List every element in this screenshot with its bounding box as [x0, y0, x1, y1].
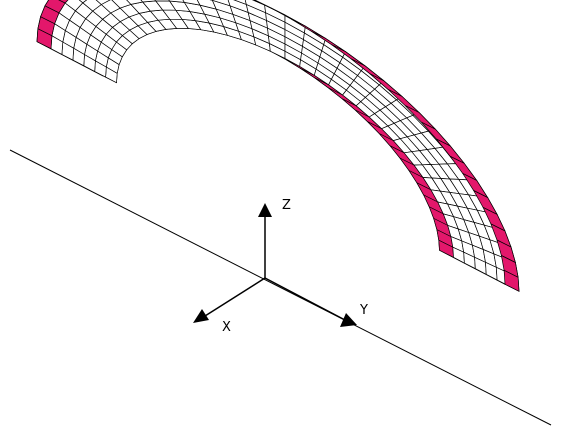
- front-mesh-cell: [64, 0, 84, 12]
- x-axis-label: X: [222, 320, 231, 335]
- outer-wall-cell: [503, 269, 520, 292]
- z-axis-label: Z: [282, 198, 291, 213]
- ground-line: [9, 149, 552, 426]
- front-mesh-cell: [111, 0, 132, 9]
- outer-wall-cell: [58, 0, 69, 4]
- front-mesh-cell: [211, 0, 231, 7]
- x-axis-line: [204, 277, 266, 317]
- z-axis-arrowhead: [258, 203, 272, 217]
- front-mesh-cell: [233, 0, 247, 5]
- outer-wall-cell: [44, 0, 66, 14]
- coordinate-triad: Z Y X: [193, 198, 368, 335]
- y-axis-line: [264, 277, 346, 321]
- y-axis-label: Y: [359, 303, 368, 318]
- front-mesh-cell: [78, 0, 88, 4]
- front-mesh-cell: [168, 0, 186, 3]
- front-mesh-cell: [100, 0, 121, 14]
- arch-outer-wall: [36, 0, 520, 292]
- arch-front-face-mesh: [50, 0, 520, 292]
- front-mesh-cell: [95, 0, 111, 5]
- front-mesh-cell: [82, 0, 102, 12]
- outer-wall-cell: [252, 0, 265, 6]
- front-mesh-cell: [182, 0, 201, 6]
- front-mesh-cell: [126, 0, 144, 5]
- x-axis-arrowhead: [193, 309, 209, 323]
- y-axis-arrowhead: [340, 313, 357, 327]
- front-mesh-cell: [140, 0, 157, 3]
- front-mesh-cell: [154, 0, 171, 2]
